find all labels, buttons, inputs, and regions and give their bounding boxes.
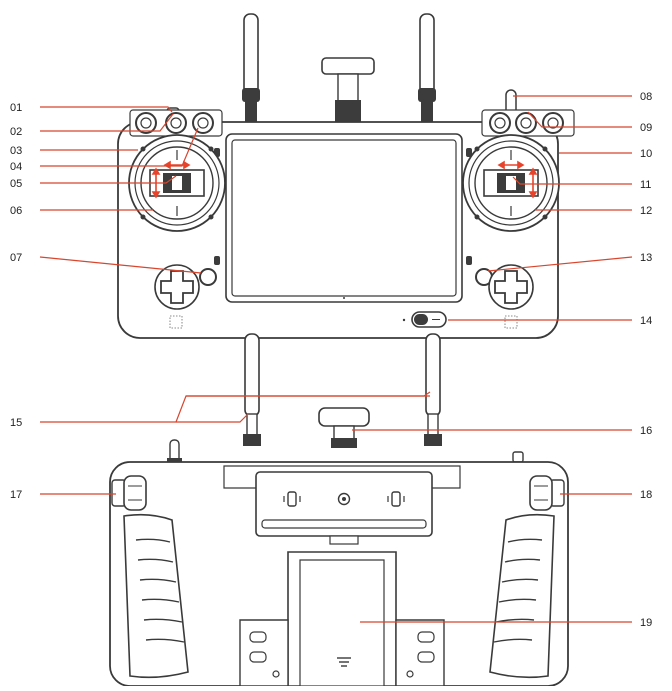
callout-label-07: 07 (10, 252, 22, 264)
front-screen (231, 139, 457, 297)
callout-label-09: 09 (640, 122, 652, 134)
callout-label-13: 13 (640, 252, 652, 264)
callout-label-10: 10 (640, 148, 652, 160)
back-mount (318, 407, 370, 448)
back-dial-right (529, 475, 565, 511)
front-speakers (169, 315, 518, 329)
callout-line-05 (40, 175, 177, 184)
callout-label-05: 05 (10, 178, 22, 190)
front-gimbal-right (462, 134, 560, 232)
back-hinge-plate (255, 471, 433, 545)
back-antenna-left (243, 333, 261, 446)
front-gimbal-left (128, 134, 226, 232)
callout-label-12: 12 (640, 205, 652, 217)
callout-label-03: 03 (10, 145, 22, 157)
front-antenna-right (418, 13, 436, 122)
callout-label-01: 01 (10, 102, 22, 114)
back-dial-left (111, 475, 147, 511)
callout-label-17: 17 (10, 489, 22, 501)
callout-lines (39, 95, 633, 623)
callout-label-18: 18 (640, 489, 652, 501)
back-battery-compartment (239, 551, 445, 687)
back-view (109, 333, 569, 687)
front-dpad-right (488, 264, 534, 310)
callout-line-13 (487, 256, 633, 272)
callout-line-09 (527, 111, 632, 128)
callout-label-14: 14 (640, 315, 652, 327)
callout-line-02 (40, 113, 174, 132)
callout-label-16: 16 (640, 425, 652, 437)
back-grip-right (489, 513, 555, 679)
callout-line-15d (186, 391, 431, 397)
callout-line-15 (40, 395, 430, 423)
callout-label-02: 02 (10, 126, 22, 138)
callout-line-04 (40, 127, 199, 167)
back-grip-left (123, 513, 189, 679)
callout-label-19: 19 (640, 617, 652, 629)
front-dpad-left (154, 264, 200, 310)
callout-line-07 (39, 256, 202, 274)
front-knobs-left (129, 109, 223, 137)
callout-label-11: 11 (640, 179, 651, 191)
callout-label-06: 06 (10, 205, 22, 217)
callout-line-15c (176, 413, 249, 423)
front-button-left (199, 268, 217, 286)
back-antenna-right (424, 333, 442, 446)
front-knobs-right (481, 109, 575, 137)
callout-line-01 (40, 106, 173, 113)
front-antenna-left (242, 13, 260, 122)
callout-label-15: 15 (10, 417, 22, 429)
front-view (117, 13, 575, 339)
front-power-switch (402, 311, 447, 328)
front-mount (321, 57, 375, 122)
callout-labels: 01 02 03 04 05 06 07 08 09 10 11 12 13 1… (10, 91, 652, 629)
callout-label-08: 08 (640, 91, 652, 103)
callout-line-11 (512, 176, 632, 185)
callout-label-04: 04 (10, 161, 22, 173)
